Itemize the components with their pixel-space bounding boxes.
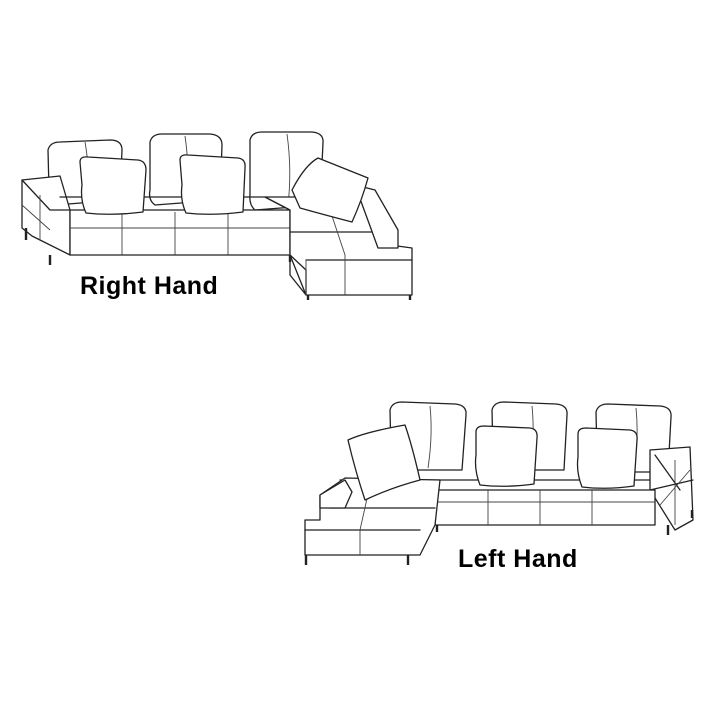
right-hand-sofa-drawing [21, 131, 413, 300]
left-hand-sofa-drawing [304, 401, 694, 565]
right-hand-sofa-figure: Right Hand [21, 131, 413, 300]
left-hand-label: Left Hand [458, 545, 578, 573]
right-hand-label: Right Hand [80, 272, 219, 300]
left-hand-sofa-figure: Left Hand [0, 360, 719, 719]
